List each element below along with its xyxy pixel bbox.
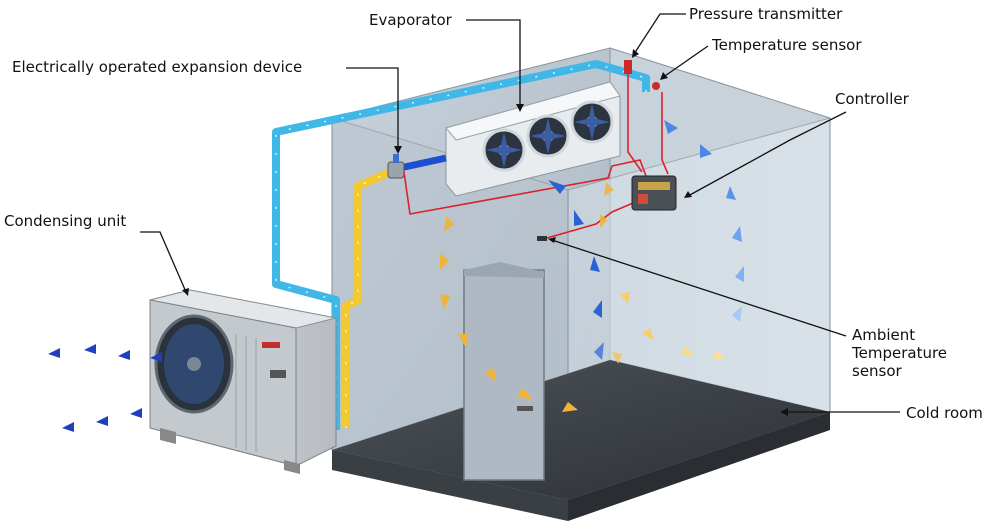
evaporator-fan — [526, 114, 570, 158]
leader-controller — [687, 111, 847, 197]
leader-expansion-device — [346, 67, 399, 150]
door-handle — [517, 406, 533, 411]
label-ambient-temperature-sensor: Ambient Temperature sensor — [852, 326, 982, 380]
condenser-fan — [154, 314, 234, 414]
unit-legs — [284, 460, 300, 474]
controller — [631, 175, 677, 211]
evaporator-fan — [570, 100, 614, 144]
ambient-temperature-sensor — [537, 236, 547, 241]
room-floor-shadow — [332, 450, 568, 521]
unit-nameplate — [270, 370, 286, 378]
suction-line — [272, 60, 650, 430]
unit-logo — [262, 342, 280, 348]
leader-pressure-transmitter — [633, 13, 686, 55]
leader-arrowheads — [182, 49, 788, 416]
temperature-sensor — [652, 82, 660, 90]
door-top — [464, 262, 544, 278]
leader-temperature-sensor — [661, 45, 709, 79]
leader-lines — [140, 13, 900, 413]
label-ambient-line: Ambient — [852, 326, 916, 344]
label-controller: Controller — [835, 90, 909, 108]
leader-ambient-sensor — [551, 239, 847, 337]
label-evaporator: Evaporator — [369, 11, 452, 29]
condensing-unit — [149, 289, 337, 474]
pressure-transmitter — [624, 60, 632, 74]
cold-air-flow — [548, 120, 744, 360]
label-condensing-unit: Condensing unit — [4, 212, 127, 230]
evaporator-fan — [482, 128, 526, 172]
unit-legs — [160, 428, 176, 444]
liquid-line — [342, 166, 397, 428]
expansion-device — [387, 154, 405, 179]
warm-air-flow — [440, 182, 726, 412]
label-ambient-line: Temperature — [852, 344, 948, 362]
signal-wires — [403, 72, 669, 241]
room-floor-shadow-right — [568, 412, 830, 521]
expansion-to-evaporator-line — [399, 154, 447, 172]
unit-grille — [235, 334, 257, 452]
label-ambient-line: sensor — [852, 362, 902, 380]
leader-condensing-unit — [140, 231, 187, 293]
leader-evaporator — [466, 19, 521, 108]
room-floor — [332, 360, 830, 500]
label-temperature-sensor: Temperature sensor — [712, 36, 862, 54]
room-door — [463, 269, 545, 481]
evaporator-unit — [445, 81, 621, 197]
hot-air-exhaust — [48, 344, 162, 432]
cold-room — [331, 47, 831, 521]
label-cold-room: Cold room — [906, 404, 983, 422]
label-expansion-device: Electrically operated expansion device — [12, 58, 303, 76]
label-pressure-transmitter: Pressure transmitter — [689, 5, 843, 23]
